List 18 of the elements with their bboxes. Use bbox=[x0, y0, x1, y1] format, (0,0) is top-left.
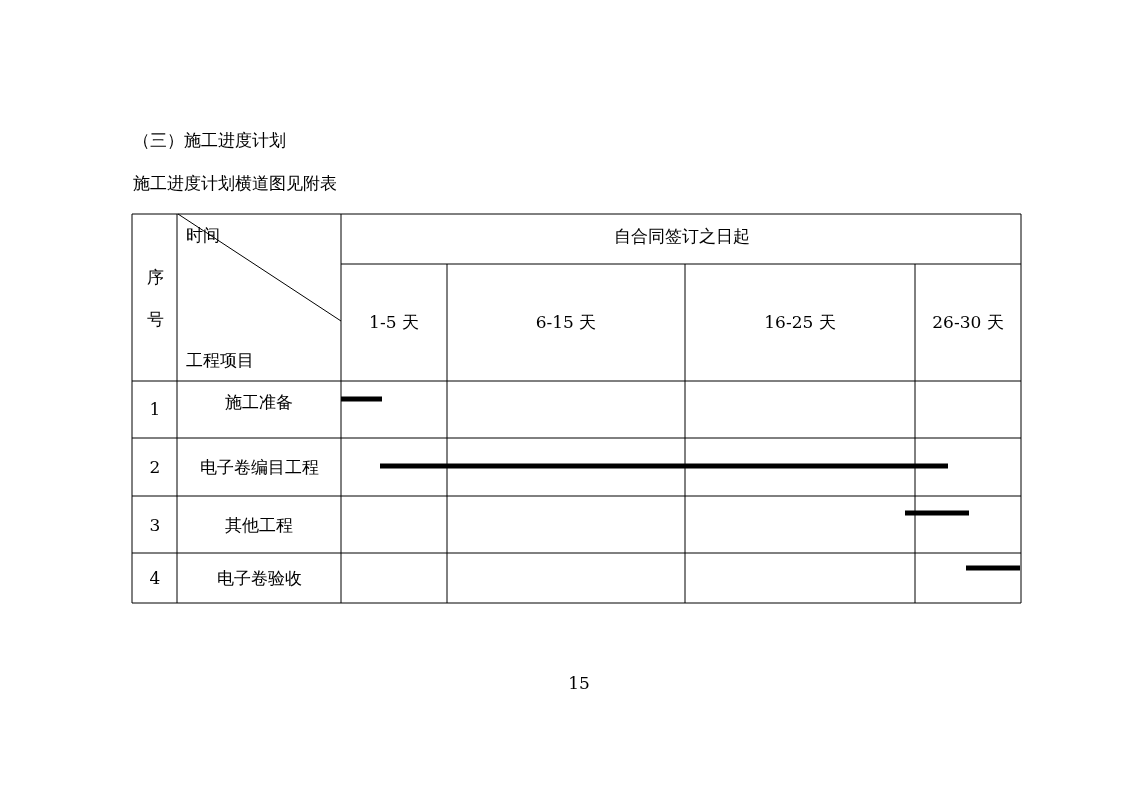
row-number: 4 bbox=[149, 568, 161, 588]
row-number: 3 bbox=[149, 514, 161, 535]
page-number: 15 bbox=[568, 673, 590, 693]
task-name: 电子卷编目工程 bbox=[199, 457, 319, 477]
column-header: 16-25 天 bbox=[764, 312, 836, 332]
task-name: 其他工程 bbox=[225, 514, 293, 535]
intro-text: 施工进度计划横道图见附表 bbox=[133, 173, 337, 193]
task-name: 施工准备 bbox=[225, 392, 293, 412]
task-name: 电子卷验收 bbox=[216, 568, 302, 588]
row-number: 1 bbox=[149, 399, 161, 419]
column-header: 1-5 天 bbox=[369, 312, 419, 332]
column-header: 26-30 天 bbox=[932, 312, 1004, 332]
column-header: 6-15 天 bbox=[535, 312, 597, 332]
column-header: 序号 bbox=[146, 266, 164, 331]
column-header: 自合同签订之日起 bbox=[614, 226, 750, 246]
row-number: 2 bbox=[149, 457, 161, 477]
column-header: 工程项目 bbox=[186, 350, 254, 370]
section-heading: （三）施工进度计划 bbox=[133, 130, 286, 150]
